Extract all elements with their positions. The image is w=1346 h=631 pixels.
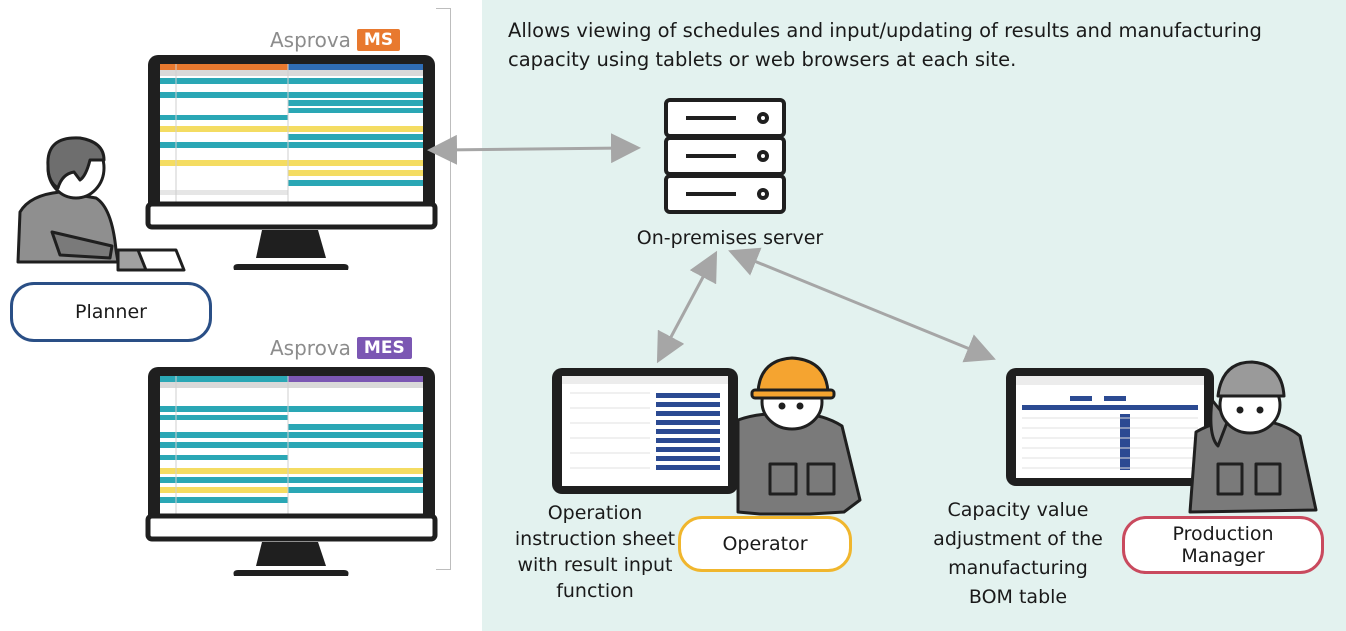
caption-line: instruction sheet [514, 528, 676, 550]
caption-line: with result input [517, 554, 673, 576]
caption-line: BOM table [968, 586, 1068, 608]
operator-badge: Operator [678, 516, 852, 572]
brand-mes: Asprova MES [270, 336, 412, 360]
planner-badge: Planner [10, 282, 212, 342]
planner-figure [16, 136, 186, 272]
caption-line: adjustment of the [933, 528, 1103, 550]
connection-arrows [427, 133, 996, 364]
operator-figure [736, 356, 862, 516]
operator-caption: Operation instruction sheet with result … [500, 500, 690, 604]
brand-name: Asprova [270, 28, 351, 52]
brand-tag-mes: MES [356, 337, 412, 359]
manager-badge: Production Manager [1122, 516, 1324, 574]
brand-name: Asprova [270, 336, 351, 360]
caption-line: Capacity value [947, 499, 1089, 521]
description-text: Allows viewing of schedules and input/up… [508, 19, 1262, 71]
ms-monitor [145, 55, 438, 270]
brand-tag-ms: MS [356, 29, 401, 51]
bracket-divider [436, 8, 451, 570]
manager-label: Production Manager [1172, 523, 1274, 567]
capacity-caption: Capacity value adjustment of the manufac… [918, 496, 1118, 612]
server-icon [664, 98, 786, 214]
server-label: On-premises server [636, 227, 824, 249]
operator-label: Operator [722, 533, 808, 555]
operator-tablet [552, 368, 738, 494]
manager-figure [1188, 360, 1318, 514]
brand-ms: Asprova MS [270, 28, 401, 52]
caption-line: manufacturing [948, 557, 1088, 579]
caption-line: Operation [547, 502, 643, 524]
mes-monitor [145, 367, 438, 576]
manager-tablet [1006, 368, 1214, 486]
planner-label: Planner [75, 301, 147, 323]
caption-line: function [556, 580, 634, 602]
